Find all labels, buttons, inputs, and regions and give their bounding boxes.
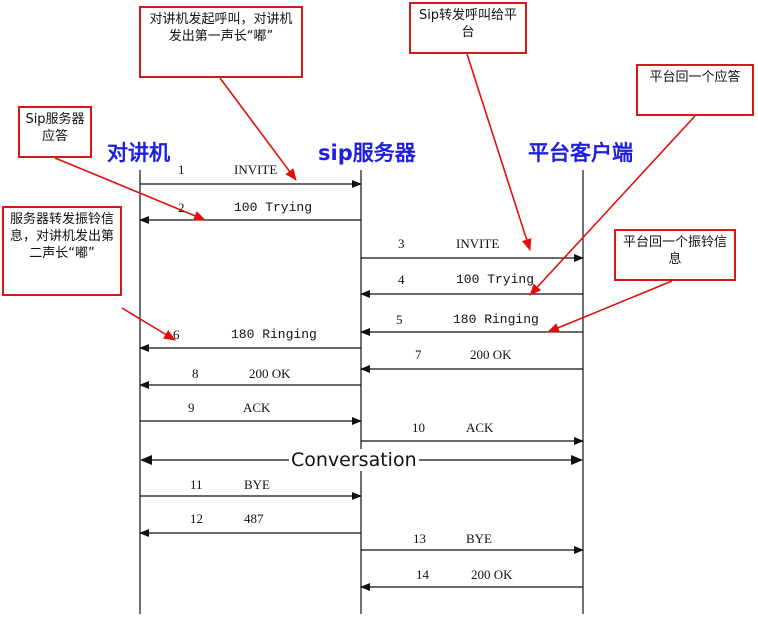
message-number: 12 <box>190 511 203 526</box>
message-label: 487 <box>244 511 264 526</box>
participant-platform-client: 平台客户端 <box>528 141 633 165</box>
pointer-intercom-call <box>219 77 297 181</box>
callout-intercom-call: 对讲机发起呼叫，对讲机发出第一声长“嘟” <box>139 6 303 78</box>
callout-server-forward-ring: 服务器转发振铃信息，对讲机发出第二声长“嘟” <box>2 206 122 296</box>
message-label: 100 Trying <box>456 272 535 287</box>
pointer-platform-reply <box>529 115 696 296</box>
message-label: ACK <box>243 400 271 415</box>
conversation-arrowhead-left <box>140 455 152 465</box>
callout-sip-forward: Sip转发呼叫给平台 <box>409 2 527 54</box>
pointer-server-forward-ring <box>121 307 176 341</box>
message-label: ACK <box>466 420 494 435</box>
callout-platform-ring: 平台回一个振铃信息 <box>614 229 736 281</box>
message-label: 180 Ringing <box>453 312 539 327</box>
callout-platform-reply: 平台回一个应答 <box>636 64 754 116</box>
message-number: 2 <box>178 200 185 215</box>
pointer-sip-forward <box>466 53 532 251</box>
pointer-platform-ring <box>547 280 673 333</box>
message-number: 4 <box>398 272 405 287</box>
conversation-label: Conversation <box>289 449 419 471</box>
message-label: 100 Trying <box>234 200 313 215</box>
message-number: 1 <box>178 162 185 177</box>
message-label: BYE <box>466 531 492 546</box>
pointer-sip-reply <box>54 157 206 221</box>
message-number: 11 <box>190 477 203 492</box>
message-label: INVITE <box>234 162 278 177</box>
message-number: 5 <box>396 312 403 327</box>
message-number: 8 <box>192 366 199 381</box>
message-number: 10 <box>412 420 425 435</box>
message-label: 200 OK <box>471 567 513 582</box>
participant-sip-server: sip服务器 <box>318 141 416 165</box>
message-number: 6 <box>173 327 180 342</box>
conversation-arrowhead-right <box>571 455 583 465</box>
message-label: 200 OK <box>470 347 512 362</box>
callout-sip-reply: Sip服务器应答 <box>18 106 92 158</box>
message-number: 14 <box>416 567 429 582</box>
message-number: 9 <box>188 400 195 415</box>
message-number: 3 <box>398 236 405 251</box>
message-label: 180 Ringing <box>231 327 317 342</box>
message-label: BYE <box>244 477 270 492</box>
message-label: 200 OK <box>249 366 291 381</box>
message-number: 7 <box>415 347 422 362</box>
participant-intercom: 对讲机 <box>107 141 170 165</box>
message-label: INVITE <box>456 236 500 251</box>
message-number: 13 <box>413 531 426 546</box>
